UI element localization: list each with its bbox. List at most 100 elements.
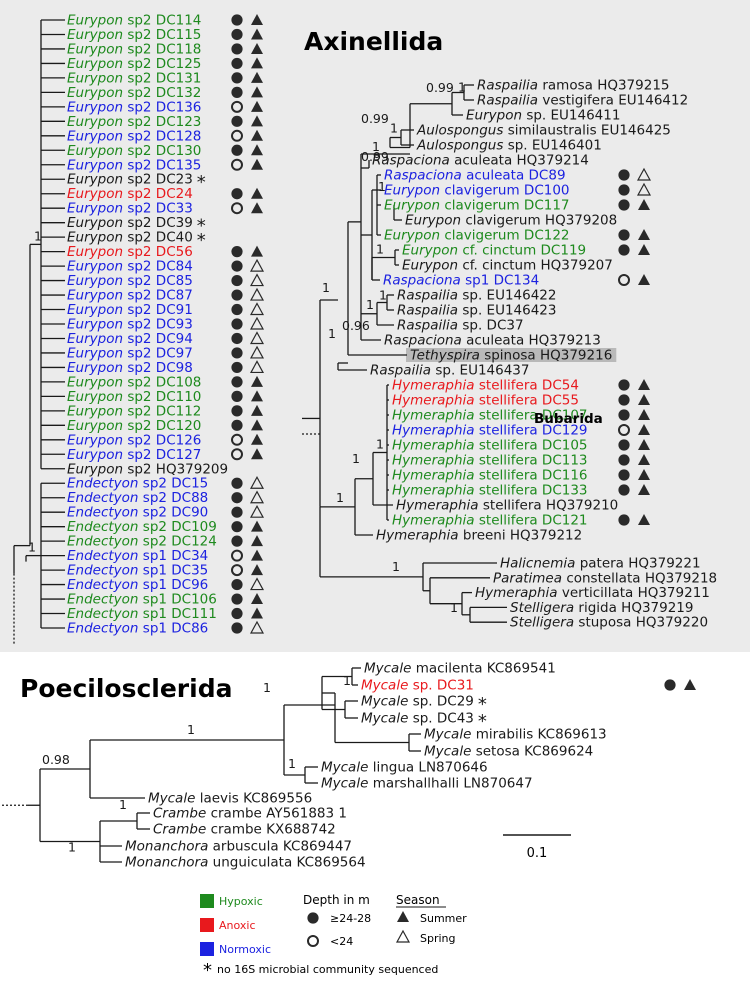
support-value: 0.99 [426,80,454,95]
taxon-accession: similaustralis EU146425 [508,123,671,139]
taxon-genus: Eurypon [67,461,123,477]
taxon-label: Eurypon sp2 DC24 [67,186,193,202]
taxon-genus: Eurypon [67,128,123,144]
taxon-label: Raspailia sp. DC37 [397,318,524,334]
taxon-accession: sp1 DC96 [143,577,208,593]
taxon-accession: breeni HQ379212 [463,528,582,544]
taxon-genus: Mycale [424,727,471,743]
taxon-genus: Endectyon [67,505,138,521]
taxon-accession: sp2 DC93 [127,317,192,333]
taxon-accession: sp2 DC88 [143,490,208,506]
taxon-label: Raspailia sp. EU146437 [370,363,530,379]
shallow-circle-icon [231,564,243,577]
taxon-accession: clavigerum DC122 [444,228,569,244]
taxon-accession: stellifera DC107 [479,408,588,424]
taxon-label: Hymeraphia stellifera DC133 [392,483,588,499]
taxon-genus: Stelligera [510,615,574,631]
taxon-genus: Endectyon [67,476,138,492]
deep-circle-icon [307,912,319,924]
deep-circle-icon [231,593,243,605]
support-value: 1 [392,559,400,574]
taxon-accession: marshallhalli LN870647 [373,776,533,792]
taxon-accession: stellifera DC105 [479,438,588,454]
axinellida-panel-background [0,0,750,652]
taxon-accession: sp2 DC118 [127,41,201,57]
taxon-accession: sp. DC43 [413,711,474,727]
support-value: 1 [187,722,195,737]
taxon-genus: Eurypon [67,389,123,405]
taxon-accession: sp2 DC33 [127,201,192,217]
taxon-label: Endectyon sp1 DC34 [67,548,208,564]
taxon-accession: sp1 DC134 [465,273,539,289]
taxon-label: Hymeraphia verticillata HQ379211 [475,585,710,601]
summer-triangle-icon [251,187,263,199]
support-value: 1 [390,121,398,136]
taxon-accession: stellifera DC121 [479,513,588,529]
asterisk-icon: * [197,216,206,237]
taxon-accession: clavigerum DC117 [444,198,569,214]
taxon-accession: aculeata HQ379214 [454,153,589,169]
shallow-circle-icon [231,158,243,171]
taxon-accession: crambe KX688742 [211,822,336,838]
summer-triangle-icon [638,229,650,240]
taxon-genus: Aulospongus [416,123,503,139]
taxon-label: Paratimea constellata HQ379218 [493,570,717,586]
sample-markers: ***** [197,14,696,732]
taxon-accession: clavigerum DC100 [444,183,569,199]
taxon-accession: laevis KC869556 [200,791,312,807]
taxon-genus: Aulospongus [416,138,503,154]
taxon-genus: Mycale [321,776,368,792]
deep-circle-icon [618,169,630,181]
scale-bar-label: 0.1 [527,846,548,861]
support-value: 1 [68,840,76,855]
taxon-label: Eurypon clavigerum DC122 [384,228,570,244]
clade-label-bubarida: Bubarida [534,411,603,427]
taxon-accession: cf. cinctum DC119 [462,243,586,259]
support-value: 0.99 [361,111,389,126]
taxon-accession: sp2 DC110 [127,389,201,405]
taxon-label: Eurypon sp2 DC136 [67,99,201,115]
support-value: 1 [352,451,360,466]
taxon-accession: sp2 DC123 [127,114,201,130]
summer-triangle-icon [638,274,650,285]
taxon-label: Eurypon sp2 DC40 [67,230,193,246]
summer-triangle-icon [251,158,263,170]
taxon-label: Tethyspira spinosa HQ379216 [410,348,612,364]
taxon-label: Monanchora arbuscula KC869447 [125,839,352,855]
taxon-label: Endectyon sp1 DC96 [67,577,208,593]
taxon-accession: sp2 DC94 [127,331,192,347]
taxon-genus: Hymeraphia [392,408,475,424]
support-value: 1 [379,288,387,303]
taxon-genus: Mycale [361,678,408,694]
summer-triangle-icon [251,448,263,460]
taxon-label: Hymeraphia stellifera DC116 [392,468,588,484]
taxon-accession: sp2 DC112 [127,403,201,419]
taxon-genus: Eurypon [67,259,123,275]
deep-circle-icon [231,115,243,127]
taxon-accession: sp. EU146422 [462,288,556,304]
deep-circle-icon [231,521,243,533]
taxon-accession: sp1 DC35 [143,563,208,579]
taxon-genus: Eurypon [67,317,123,333]
taxon-label: Eurypon clavigerum DC100 [384,183,570,199]
taxon-genus: Monanchora [125,839,208,855]
taxon-genus: Raspaciona [372,153,450,169]
taxon-genus: Eurypon [67,27,123,43]
taxon-accession: rigida HQ379219 [578,600,693,616]
taxon-genus: Raspailia [477,93,538,109]
taxon-genus: Mycale [361,694,408,710]
deep-circle-icon [231,419,243,431]
taxon-label: Mycale sp. DC29 [361,694,474,710]
spring-triangle-icon [249,302,265,316]
asterisk-icon: * [203,960,212,981]
spring-triangle-icon [249,345,265,359]
taxon-label: Raspaciona sp1 DC134 [383,273,539,289]
normoxic-swatch [200,942,214,956]
taxon-genus: Eurypon [402,243,458,259]
taxon-label: Eurypon sp2 DC56 [67,244,193,260]
taxon-accession: sp1 DC86 [143,621,208,637]
taxon-label: Eurypon sp2 DC33 [67,201,193,217]
taxon-label: Raspaciona aculeata HQ379213 [384,333,601,349]
taxon-genus: Eurypon [67,360,123,376]
